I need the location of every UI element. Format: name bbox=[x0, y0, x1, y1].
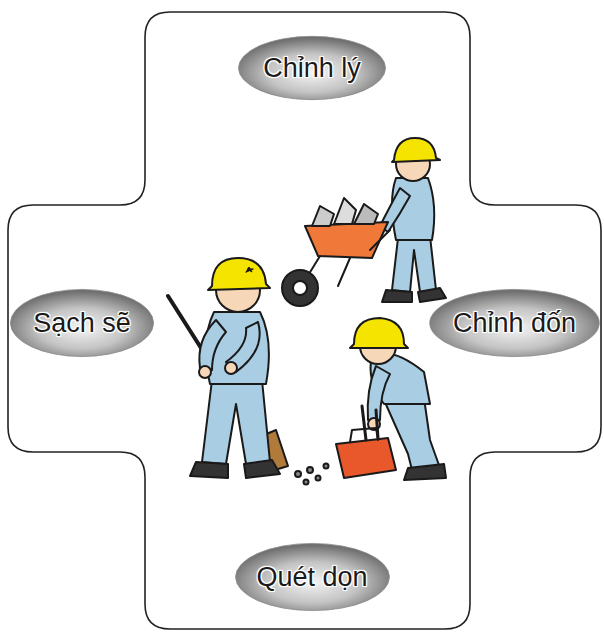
cross-outline bbox=[8, 12, 601, 629]
ellipse-fill bbox=[239, 36, 386, 99]
ellipse-fill bbox=[235, 543, 389, 610]
worker-wheelbarrow bbox=[282, 138, 446, 306]
ellipse-fill bbox=[10, 289, 153, 356]
worker-broom bbox=[168, 258, 288, 478]
ellipse-label: Chỉnh đốn bbox=[428, 288, 601, 358]
ellipse-label: Quét dọn bbox=[234, 542, 391, 612]
label-text: Chỉnh đốn bbox=[453, 308, 576, 339]
ellipse-label: Chỉnh lý bbox=[237, 35, 387, 101]
worker-toolbox bbox=[295, 318, 446, 485]
label-text: Quét dọn bbox=[256, 562, 367, 593]
label-text: Chỉnh lý bbox=[263, 53, 361, 84]
ellipse-label: Sạch sẽ bbox=[9, 288, 155, 358]
label-text: Sạch sẽ bbox=[33, 308, 131, 339]
ellipse-fill bbox=[430, 289, 600, 356]
